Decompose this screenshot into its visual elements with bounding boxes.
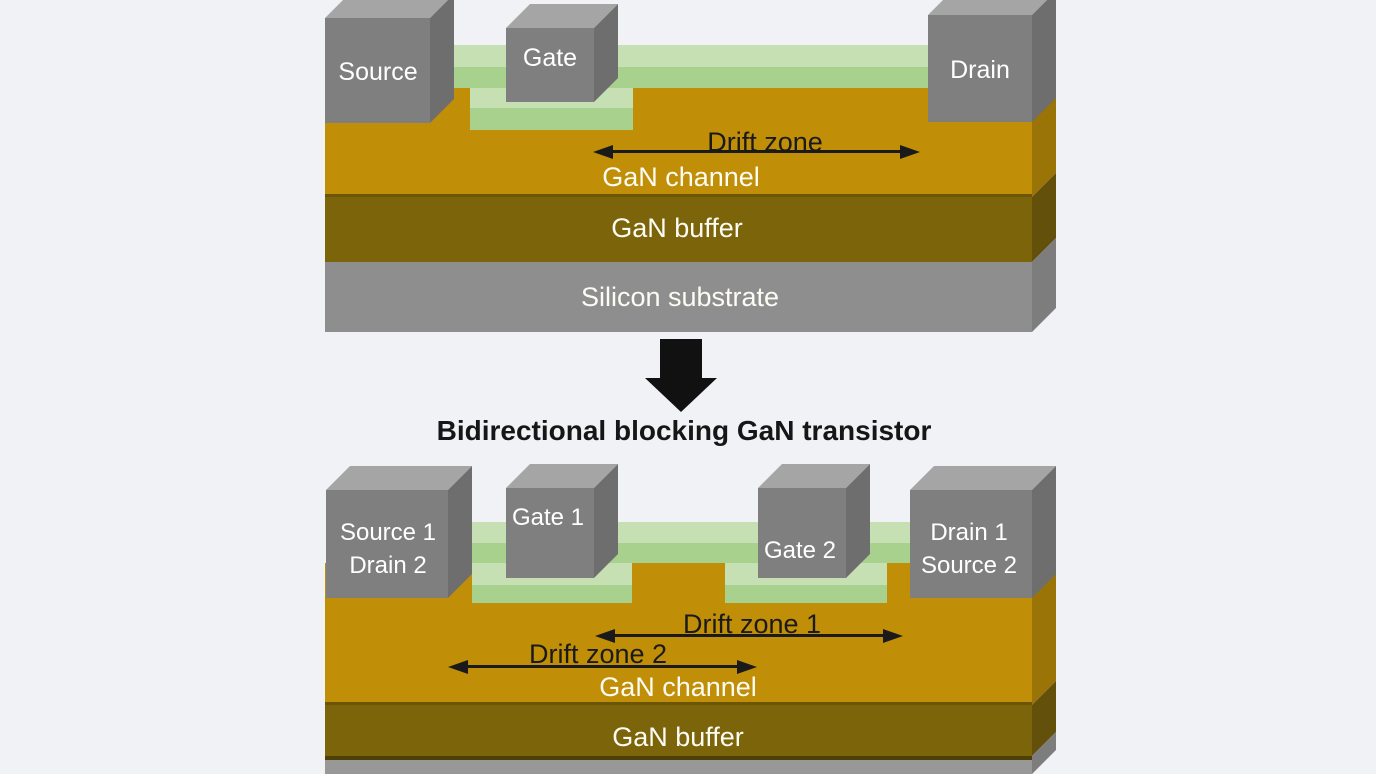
drain-label: Drain bbox=[950, 56, 1010, 84]
drift-zone2-arrow bbox=[448, 659, 757, 675]
drain2-label: Drain 2 bbox=[349, 552, 427, 579]
gate-recess-front bbox=[470, 108, 633, 130]
down-arrow-head-icon bbox=[645, 378, 717, 412]
source-contact bbox=[325, 18, 430, 123]
channel-label-b: GaN channel bbox=[599, 672, 757, 702]
drift-zone1-label: Drift zone 1 bbox=[682, 609, 822, 639]
arrow-shaft bbox=[605, 150, 908, 153]
channel-buffer-boundary-b bbox=[325, 702, 1032, 705]
gate2-recess-front bbox=[725, 585, 887, 603]
arrowhead-right-icon bbox=[883, 629, 903, 643]
drain1-label: Drain 1 bbox=[930, 519, 1008, 546]
gate1-contact bbox=[506, 488, 594, 578]
drain-contact bbox=[928, 15, 1032, 122]
gan-buffer-layer bbox=[325, 197, 1032, 262]
silicon-substrate-layer bbox=[325, 262, 1032, 332]
figure-title: Bidirectional blocking GaN transistor bbox=[436, 415, 932, 446]
arrow-shaft bbox=[607, 634, 891, 637]
source2-label: Source 2 bbox=[920, 552, 1018, 579]
arrow-shaft bbox=[460, 665, 745, 668]
gate1-label: Gate 1 bbox=[511, 504, 585, 531]
gate2-label: Gate 2 bbox=[763, 537, 837, 564]
source1-label: Source 1 bbox=[339, 519, 437, 546]
drain1-source2-label: Drain 1 Source 2 bbox=[909, 516, 1029, 582]
arrowhead-right-icon bbox=[900, 145, 920, 159]
arrowhead-left-icon bbox=[448, 660, 468, 674]
drift-zone2-label: Drift zone 2 bbox=[528, 639, 668, 669]
source-label: Source bbox=[338, 58, 418, 86]
drift-zone-arrow bbox=[593, 144, 920, 160]
drift-zone1-arrow bbox=[595, 628, 903, 644]
buffer-bottom-edge bbox=[325, 756, 1032, 760]
gate1-recess-front bbox=[472, 585, 632, 603]
substrate-label: Silicon substrate bbox=[580, 282, 780, 312]
gate-label: Gate bbox=[522, 44, 578, 72]
arrowhead-left-icon bbox=[595, 629, 615, 643]
channel-buffer-boundary bbox=[325, 194, 1032, 197]
buffer-label: GaN buffer bbox=[611, 213, 743, 243]
down-arrow-icon bbox=[660, 339, 702, 378]
gate2-contact bbox=[758, 488, 846, 578]
buffer-label-b: GaN buffer bbox=[612, 722, 744, 752]
gate-contact bbox=[506, 28, 594, 102]
arrowhead-left-icon bbox=[593, 145, 613, 159]
substrate-sliver-b bbox=[325, 760, 1032, 774]
arrowhead-right-icon bbox=[737, 660, 757, 674]
source1-drain2-label: Source 1 Drain 2 bbox=[328, 516, 448, 582]
source1-drain2-contact bbox=[326, 490, 448, 598]
gan-buffer-layer-b bbox=[325, 705, 1032, 756]
channel-label: GaN channel bbox=[602, 162, 760, 192]
drain1-source2-contact bbox=[910, 490, 1032, 598]
